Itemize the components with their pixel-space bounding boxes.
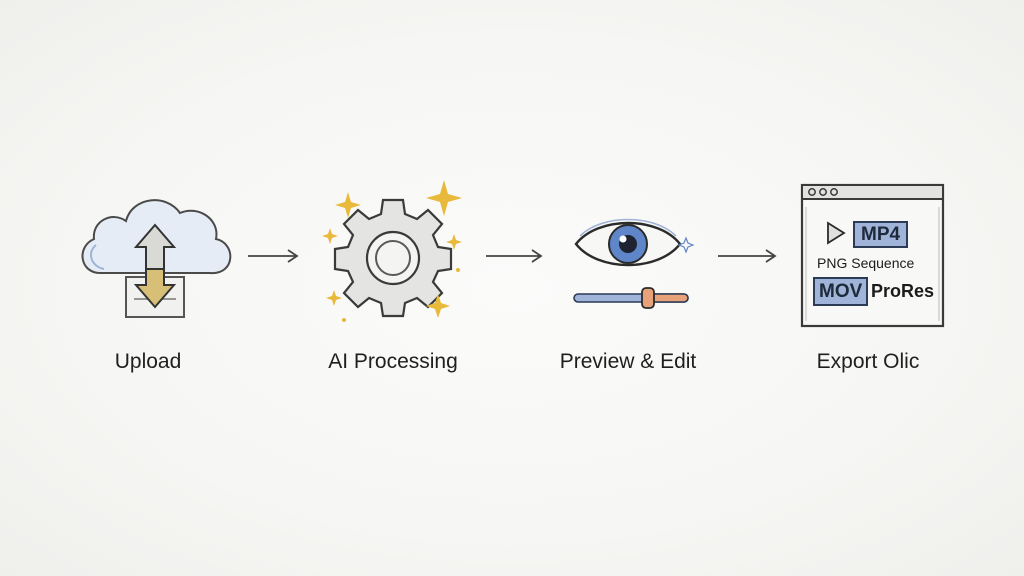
step-label-export: Export Olic bbox=[816, 350, 920, 373]
format-mp4: MP4 bbox=[853, 221, 909, 248]
step-label-upload: Upload bbox=[114, 350, 182, 373]
cloud-upload-icon bbox=[81, 199, 232, 318]
eye-slider-icon bbox=[573, 218, 695, 309]
format-png-sequence: PNG Sequence bbox=[817, 255, 915, 271]
format-prores: ProRes bbox=[871, 281, 935, 301]
step-label-ai-processing: AI Processing bbox=[328, 350, 458, 373]
arrow-icon bbox=[248, 249, 299, 263]
format-mov: MOV bbox=[813, 277, 869, 306]
step-label-preview-edit: Preview & Edit bbox=[559, 350, 697, 373]
arrow-icon bbox=[486, 249, 543, 263]
arrow-icon bbox=[718, 249, 777, 263]
sparkle-gear-icon bbox=[322, 180, 462, 322]
